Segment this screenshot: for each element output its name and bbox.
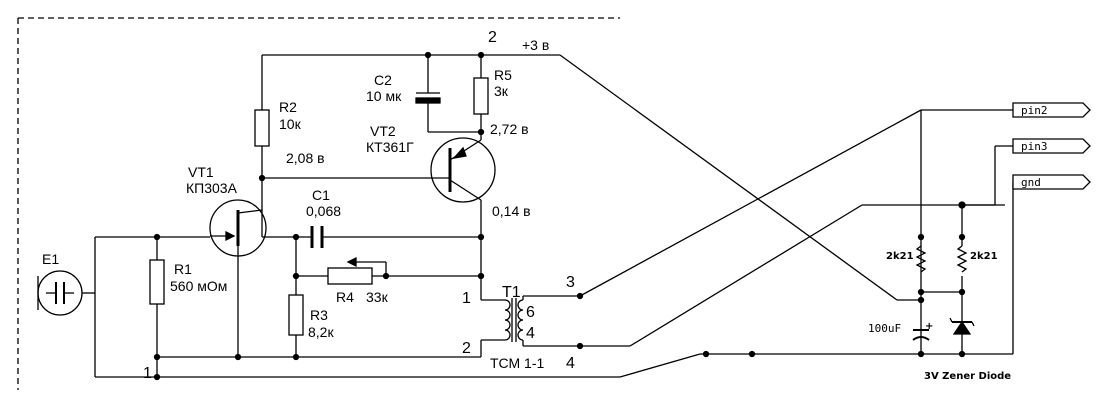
resistor-r2: [254, 109, 270, 210]
supply-rail: [261, 51, 921, 301]
t1-pin2-label: 2: [462, 340, 471, 357]
ground-bus: [95, 350, 1013, 378]
c2-ref-label: C2: [374, 72, 392, 88]
c1-value-label: 0,068: [306, 203, 341, 219]
r1-ref-label: R1: [174, 261, 192, 277]
vt2-emitter-voltage: 2,72 в: [490, 121, 529, 137]
r3-value-label: 8,2к: [308, 324, 334, 340]
t1-pin1-label: 1: [462, 290, 471, 307]
addon-cap-label: 100uF: [868, 322, 901, 335]
c2-value-label: 10 мк: [366, 88, 402, 104]
potentiometer-r4: [296, 256, 485, 285]
addon-r-left-label: 2k21: [886, 251, 914, 262]
port-gnd-label: gnd: [1021, 176, 1041, 189]
c1-ref-label: C1: [312, 187, 330, 203]
t1-pin3-label: 3: [566, 274, 575, 291]
vt2-base-voltage: 2,08 в: [286, 150, 325, 166]
port-gnd: [1012, 174, 1091, 190]
supply-node-label: 2: [488, 29, 497, 46]
t1-pin4-label: 4: [566, 355, 575, 372]
vt2-collector-voltage: 0,14 в: [492, 203, 531, 219]
port-pin2: [1012, 102, 1091, 118]
addon-zener-label: 3V Zener Diode: [924, 371, 1011, 382]
e1-ref-label: E1: [42, 251, 59, 267]
ground-node-label: 1: [143, 365, 152, 382]
transformer-t1: [480, 292, 584, 357]
vt2-value-label: КТ361Г: [366, 139, 414, 155]
resistor-r3: [288, 237, 304, 361]
addon-circuit: [912, 110, 975, 358]
cap-plus-sign: +: [925, 321, 933, 332]
resistor-r1: [149, 237, 165, 381]
addon-r-right-label: 2k21: [970, 251, 998, 262]
r4-value-label: 33к: [366, 289, 389, 305]
r2-value-label: 10к: [279, 116, 302, 132]
interconnect-wires: [579, 109, 1014, 354]
enclosure-border: [17, 17, 620, 390]
t1-pin4-inner-label: 4: [526, 325, 535, 342]
vt2-ref-label: VT2: [370, 123, 396, 139]
r5-value-label: 3к: [494, 83, 509, 99]
resistor-r5: [473, 55, 489, 140]
transistor-vt2: [262, 137, 496, 300]
vt1-value-label: КП303А: [186, 180, 238, 196]
t1-pin6-label: 6: [526, 304, 535, 321]
capacitor-c2: [415, 55, 481, 133]
transistor-vt1: [209, 199, 267, 357]
r4-ref-label: R4: [336, 289, 354, 305]
r5-ref-label: R5: [494, 67, 512, 83]
port-pin3: [1012, 138, 1091, 154]
sensor-e1: [37, 270, 96, 377]
r3-ref-label: R3: [310, 307, 328, 323]
t1-ref-label: T1: [502, 284, 521, 301]
t1-value-label: ТСМ 1-1: [490, 355, 545, 371]
supply-voltage-label: +3 в: [522, 37, 549, 53]
port-pin2-label: pin2: [1021, 104, 1048, 117]
vt1-ref-label: VT1: [188, 164, 214, 180]
port-pin3-label: pin3: [1021, 140, 1048, 153]
r2-ref-label: R2: [279, 99, 297, 115]
capacitor-c1: [262, 226, 485, 248]
r1-value-label: 560 мОм: [170, 278, 227, 294]
